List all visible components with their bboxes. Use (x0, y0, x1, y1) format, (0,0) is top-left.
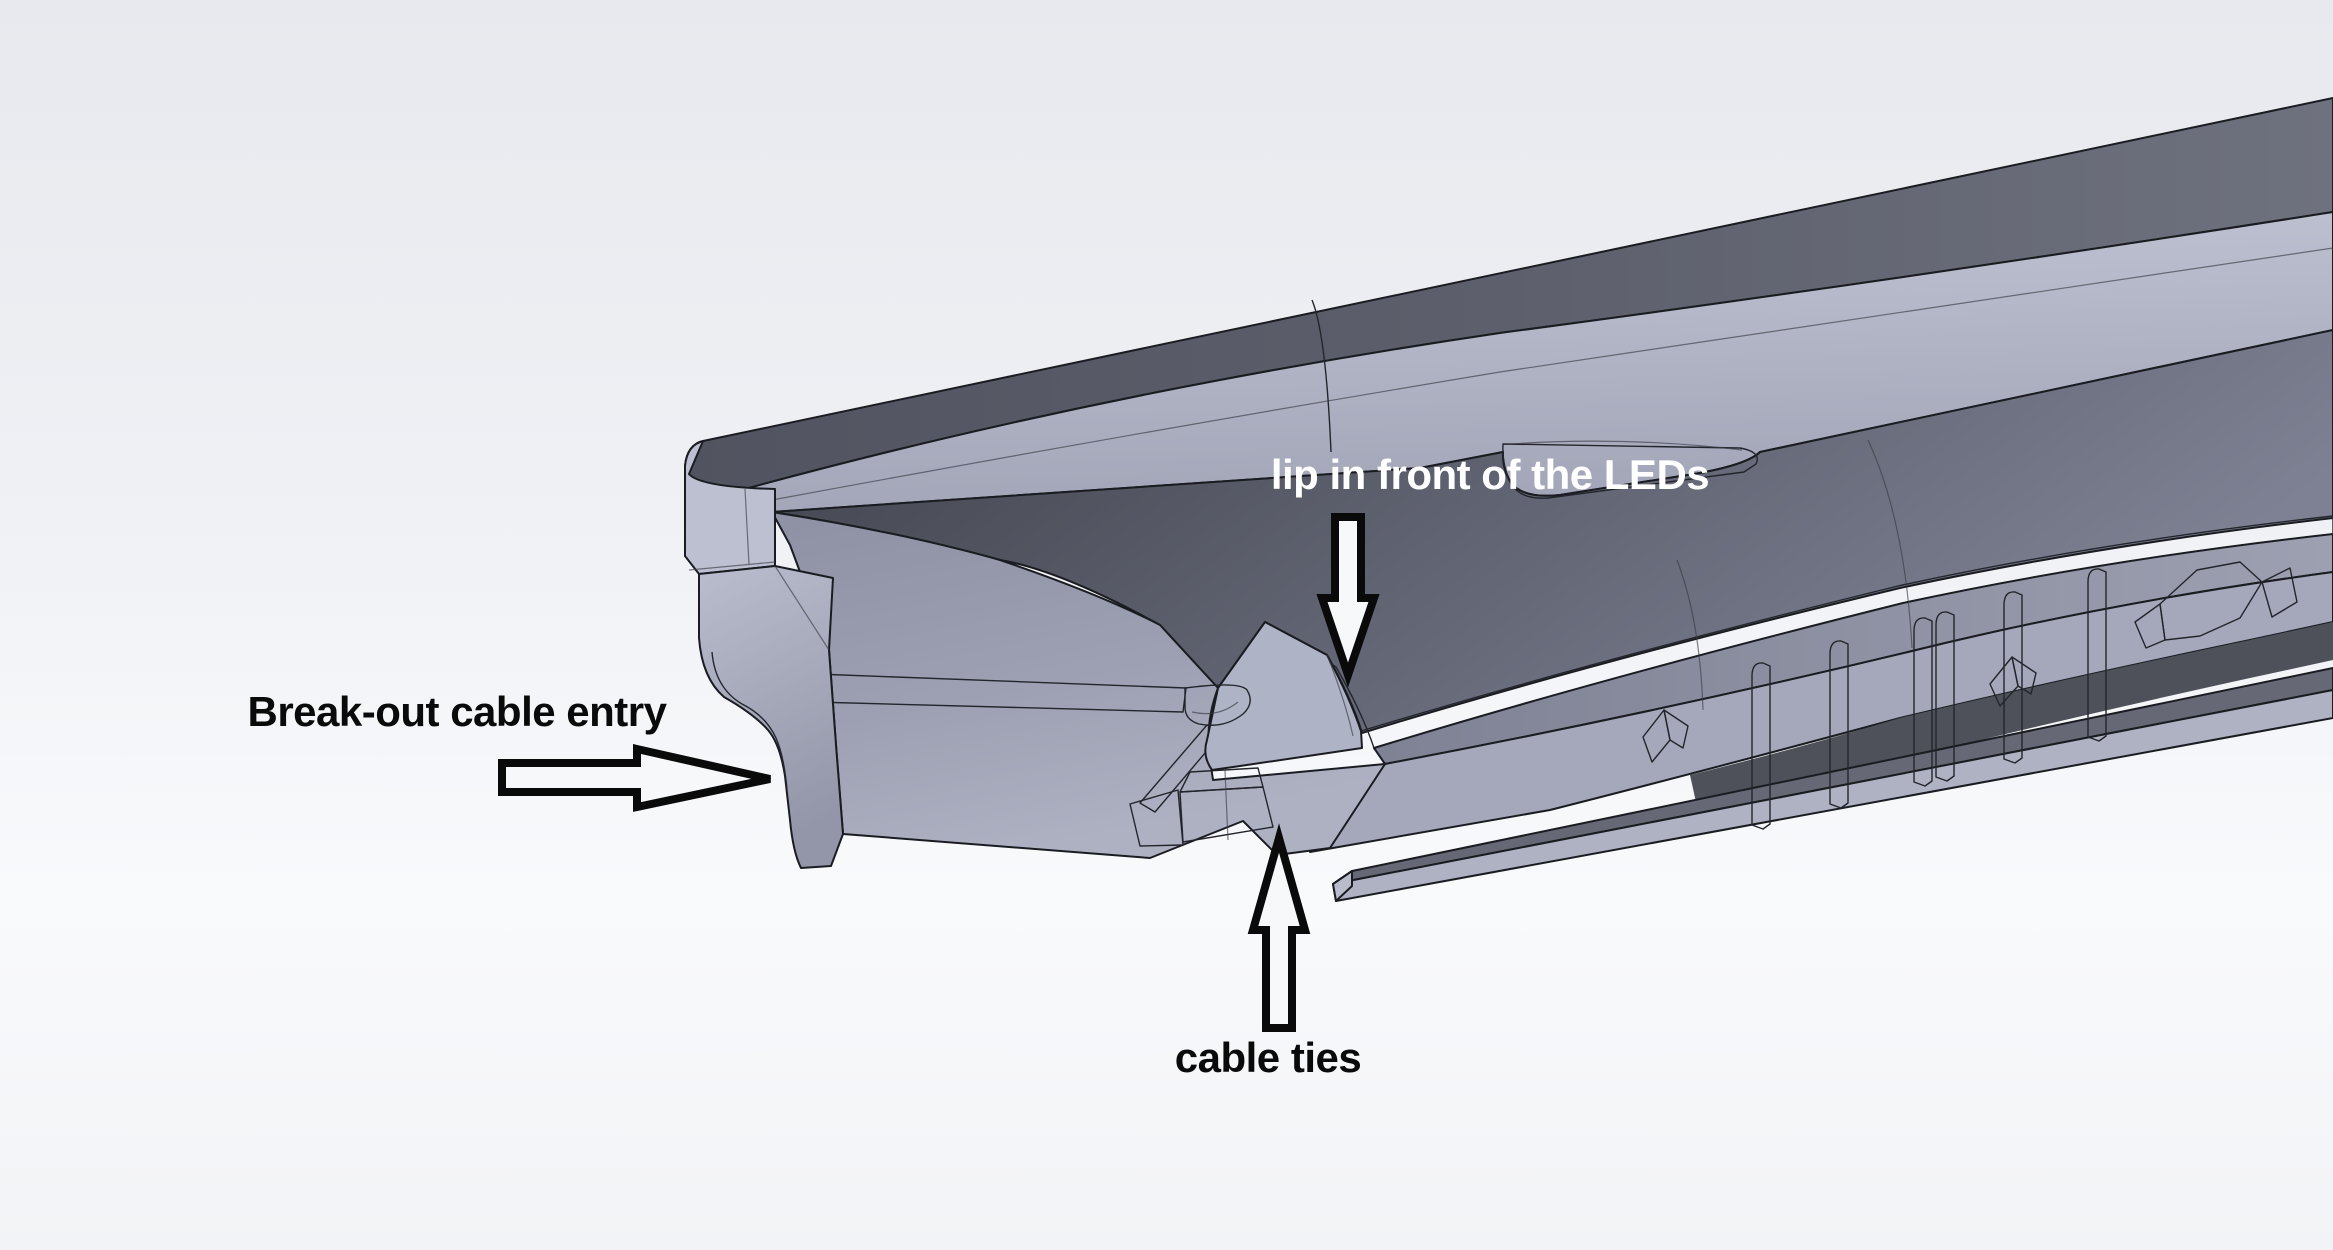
cable-tie-fin (1829, 640, 1849, 809)
right-arrow-icon (498, 743, 771, 812)
cable-tie-tab (1179, 767, 1274, 843)
lip-wedge (1204, 621, 1363, 771)
cable-tie-fin (2003, 591, 2023, 764)
mounting-strip (1332, 667, 2333, 902)
label-lip-in-front-of-leds: lip in front of the LEDs (1271, 451, 1709, 498)
cable-tie-fin (1913, 617, 1933, 787)
annotation-layer: Break-out cable entry lip in front of th… (248, 451, 1710, 1081)
up-arrow-icon (1247, 823, 1311, 1032)
down-arrow-icon (1316, 513, 1380, 688)
lip-hook (1184, 684, 1251, 726)
profile-model (684, 97, 2333, 902)
tab-notch (1129, 789, 1184, 847)
front-section-lower (698, 565, 844, 869)
cable-tie-fin (2087, 568, 2107, 742)
cable-tie-fins (1751, 568, 2107, 830)
led-cavity-interior (771, 329, 2333, 734)
break-out-scoop-crease (711, 651, 788, 791)
wall-notch (1502, 443, 1758, 499)
chevron-notch (2261, 567, 2298, 618)
label-break-out-cable-entry: Break-out cable entry (248, 688, 668, 735)
cable-tie-fin (1935, 611, 1955, 782)
chevron-notch (1663, 709, 1689, 749)
body-front-face (771, 511, 1386, 859)
chevron-notch (2134, 603, 2166, 649)
front-section-rail (684, 440, 776, 575)
chevron-notches (1642, 561, 2298, 763)
chevron-notch (2011, 656, 2037, 695)
chevron-notch (2159, 561, 2263, 641)
cable-tie-fin (1751, 662, 1771, 830)
label-cable-ties: cable ties (1175, 1034, 1361, 1081)
